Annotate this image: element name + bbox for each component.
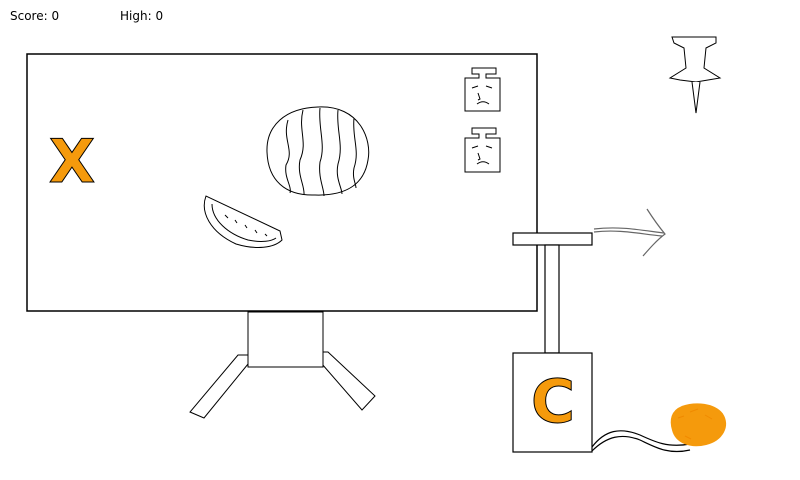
sad-face-plunger-icon[interactable] [464,67,501,112]
orange-blob-icon[interactable] [670,403,727,447]
high-score-label: High: [120,9,152,23]
score-display: Score: 0 [10,9,59,23]
watermelon-slice-icon[interactable] [203,195,283,248]
monitor-stand [189,311,376,419]
pump-rod [544,244,560,354]
watermelon-icon[interactable] [266,106,370,197]
pump-body[interactable] [512,352,593,453]
high-score-display: High: 0 [120,9,163,23]
score-label: Score: [10,9,48,23]
monitor-neck [247,311,324,368]
pushpin-icon[interactable] [668,36,722,114]
plunger-pump-icon[interactable] [512,232,691,453]
high-score-value: 0 [155,9,164,23]
sad-face-plunger-icon[interactable] [464,127,501,173]
arrow-right-icon[interactable] [593,208,666,257]
pump-handle[interactable] [512,232,593,246]
letter-x[interactable]: X [48,127,95,198]
letter-c[interactable]: C [530,367,575,438]
score-value: 0 [51,9,60,23]
letter-x-icon[interactable]: X [48,127,95,198]
